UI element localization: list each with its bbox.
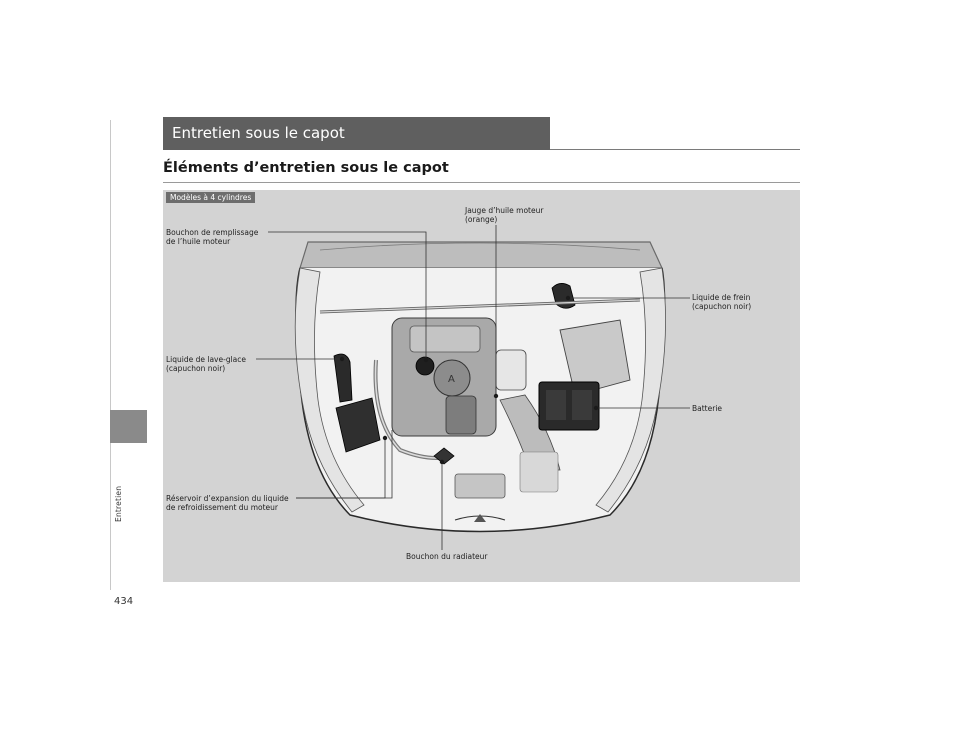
svg-text:A: A bbox=[448, 374, 455, 385]
callout-coolant-reservoir: Réservoir d’expansion du liquide de refr… bbox=[166, 494, 289, 512]
callout-washer-fluid: Liquide de lave-glace (capuchon noir) bbox=[166, 355, 246, 373]
page-subtitle: Éléments d’entretien sous le capot bbox=[163, 160, 449, 176]
side-tab-marker bbox=[110, 410, 147, 443]
coolant-reservoir bbox=[335, 397, 381, 453]
washer-reservoir bbox=[333, 353, 353, 403]
callout-battery: Batterie bbox=[692, 404, 723, 413]
header-rule bbox=[550, 149, 800, 150]
leader-oil-filler bbox=[268, 231, 427, 360]
section-title: Entretien sous le capot bbox=[163, 117, 550, 150]
callout-dipstick: Jauge d’huile moteur (orange) bbox=[465, 206, 544, 224]
model-badge: Modèles à 4 cylindres bbox=[166, 192, 256, 203]
callout-brake-fluid: Liquide de frein (capuchon noir) bbox=[692, 293, 752, 311]
page-number: 434 bbox=[114, 596, 134, 607]
side-margin-line bbox=[110, 120, 111, 590]
subtitle-rule bbox=[163, 182, 800, 183]
air-box bbox=[559, 319, 631, 396]
hood-panel bbox=[299, 241, 663, 269]
callout-oil-filler: Bouchon de remplissage de l’huile moteur bbox=[166, 228, 259, 246]
oil-filler-cap bbox=[415, 356, 435, 376]
callout-radiator-cap: Bouchon du radiateur bbox=[406, 552, 488, 561]
